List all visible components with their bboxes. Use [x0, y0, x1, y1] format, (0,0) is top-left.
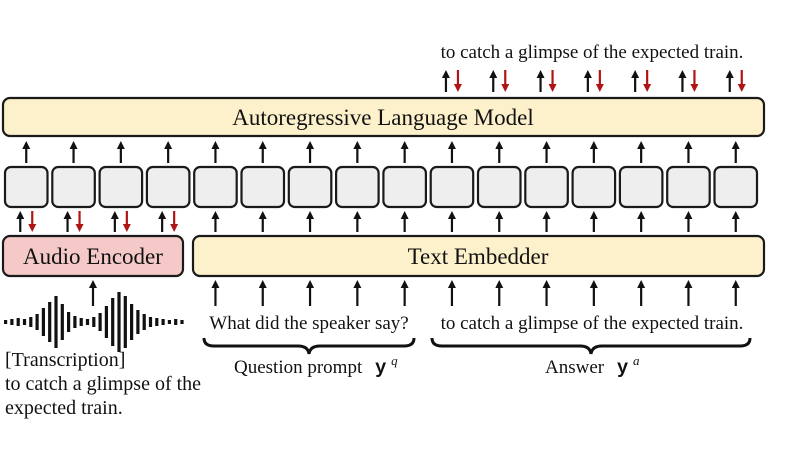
- token-box: [145, 165, 191, 209]
- waveform-bar: [111, 298, 115, 346]
- question-brace: [202, 337, 416, 355]
- question-brace-text: Question prompt: [234, 357, 363, 378]
- text-embedder-box: [191, 234, 766, 278]
- waveform-bar: [41, 308, 45, 336]
- text-to-embedder-arrows: [211, 280, 740, 306]
- transcription-tag: [Transcription]: [5, 349, 126, 371]
- question-symbol: y: [375, 357, 387, 379]
- answer-text: to catch a glimpse of the expected train…: [441, 313, 744, 334]
- waveform-bar: [60, 304, 64, 340]
- waveform-bar: [22, 319, 27, 325]
- question-brace-label: Question prompt y q: [234, 353, 398, 379]
- waveform-bar: [98, 313, 102, 331]
- waveform-bar: [54, 296, 58, 348]
- waveform-bar: [29, 317, 33, 327]
- waveform-bar: [123, 296, 127, 348]
- waveform-bar: [16, 318, 20, 326]
- transcription-caption: [Transcription] to catch a glimpse of th…: [5, 348, 225, 420]
- waveform-bar: [35, 314, 39, 330]
- waveform-bar: [48, 302, 52, 342]
- answer-brace-label: Answer y a: [545, 353, 640, 379]
- waveform-bar: [136, 310, 140, 334]
- token-box: [524, 165, 569, 209]
- answer-brace: [430, 337, 752, 355]
- token-sequence: [3, 165, 759, 209]
- waveform-bar: [79, 318, 83, 326]
- token-box: [429, 165, 475, 209]
- question-text: What did the speaker say?: [209, 313, 408, 334]
- token-box: [287, 165, 333, 209]
- waveform-bar: [67, 312, 71, 332]
- audio-token-arrows: [16, 211, 179, 232]
- language-model-box: [1, 96, 766, 138]
- token-box: [193, 165, 238, 209]
- answer-brace-text: Answer: [545, 357, 605, 378]
- token-to-llm-arrows: [22, 141, 740, 163]
- waveform-bar: [167, 320, 171, 324]
- token-box: [713, 165, 759, 209]
- waveform-bar: [4, 320, 8, 324]
- waveform-bar: [92, 317, 96, 327]
- llm-output-arrows: [441, 70, 746, 92]
- token-box: [3, 165, 49, 209]
- text-embedder-label: Text Embedder: [408, 244, 549, 269]
- answer-symbol: y: [617, 357, 629, 379]
- audio-encoder-box: [1, 234, 185, 278]
- waveform-bar: [174, 319, 178, 325]
- token-box: [240, 165, 286, 209]
- waveform-bar: [104, 306, 108, 338]
- transcription-line-1: to catch a glimpse of the: [5, 373, 202, 395]
- language-model-label: Autoregressive Language Model: [232, 105, 533, 130]
- waveform-bar: [155, 318, 159, 326]
- answer-superscript: a: [633, 353, 640, 368]
- token-box: [382, 165, 427, 209]
- waveform-bar: [148, 317, 153, 327]
- transcription-line-2: expected train.: [5, 397, 123, 419]
- waveform-bar: [85, 319, 90, 325]
- token-box: [51, 165, 96, 209]
- token-box: [618, 165, 664, 209]
- token-box: [571, 165, 617, 209]
- token-box: [666, 165, 711, 209]
- top-output-text: to catch a glimpse of the expected train…: [441, 42, 744, 63]
- embedder-to-token-arrows: [211, 211, 740, 232]
- audio-waveform-icon: [4, 292, 184, 352]
- audio-encoder-label: Audio Encoder: [23, 244, 163, 269]
- token-box: [335, 165, 380, 209]
- waveform-bar: [161, 319, 165, 325]
- waveform-bar: [130, 304, 134, 340]
- question-superscript: q: [391, 353, 398, 368]
- waveform-bar: [10, 319, 14, 325]
- token-box: [98, 165, 144, 209]
- waveform-bar: [73, 316, 77, 328]
- waveform-bar: [180, 320, 184, 324]
- waveform-bar: [142, 314, 146, 330]
- token-box: [476, 165, 522, 209]
- waveform-bar: [117, 292, 121, 352]
